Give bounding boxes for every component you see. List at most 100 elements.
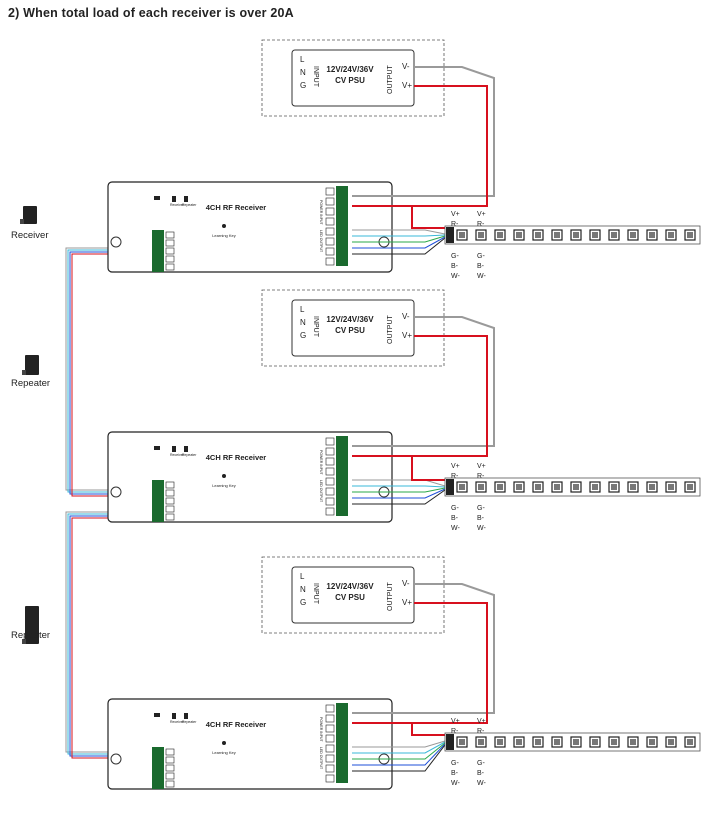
- strip-power-wire: [411, 456, 445, 481]
- receiver-title: 4CH RF Receiver: [206, 203, 267, 212]
- strip-label-top-left: V+: [451, 463, 460, 470]
- psu-terminal-l: L: [300, 572, 305, 581]
- psu-type-label: CV PSU: [335, 326, 365, 335]
- psu-voltage-label: 12V/24V/36V: [326, 65, 374, 74]
- learning-key-dot: [222, 741, 226, 745]
- learning-key-label: Learning Key: [212, 750, 236, 755]
- psu-positive-wire: [352, 602, 488, 724]
- strip-label-bottom-right: G-: [477, 253, 485, 260]
- strip-label-bottom-right: W-: [477, 525, 486, 532]
- repeater-led-label: Repeater: [182, 720, 197, 724]
- receiver-device-icon: [20, 206, 37, 224]
- strip-label-bottom-left: B-: [451, 770, 459, 777]
- psu-positive-wire: [352, 85, 488, 207]
- led-output-label: LED OUTPUT: [319, 747, 323, 770]
- psu-input-label: INPUT: [312, 316, 319, 338]
- psu-voltage-label: 12V/24V/36V: [326, 582, 374, 591]
- led-output-wire: [352, 487, 446, 493]
- psu-terminal-g: G: [300, 598, 306, 607]
- learning-key-label: Learning Key: [212, 483, 236, 488]
- strip-label-bottom-left: W-: [451, 273, 460, 280]
- psu-out-plus: V+: [402, 598, 412, 607]
- psu-voltage-label: 12V/24V/36V: [326, 315, 374, 324]
- strip-label-bottom-right: B-: [477, 263, 485, 270]
- psu-negative-wire: [352, 583, 495, 714]
- psu-terminal-n: N: [300, 68, 306, 77]
- strip-label-top-left: V+: [451, 211, 460, 218]
- led-strip: V+R-V+R-G-B-W-G-B-W-: [444, 718, 701, 787]
- repeater-led-label: Repeater: [182, 453, 197, 457]
- signal-terminal-block: [152, 480, 175, 522]
- strip-label-bottom-right: G-: [477, 760, 485, 767]
- power-input-label: POWER INPUT: [319, 200, 323, 226]
- led-output-wire: [352, 485, 446, 488]
- repeater-device-icon-1: [22, 355, 39, 375]
- strip-label-top-right: V+: [477, 718, 486, 725]
- repeater-device-icon-2: [22, 606, 39, 644]
- side-label-repeater-1: Repeater: [11, 378, 51, 389]
- output-terminal-block: POWER INPUT LED OUTPUT: [319, 436, 348, 516]
- strip-label-top-right: R-: [477, 221, 485, 228]
- led-output-wire: [352, 489, 446, 505]
- strip-label-top-right: R-: [477, 473, 485, 480]
- psu-negative-wire: [352, 66, 495, 197]
- repeater-led-label: Repeater: [182, 203, 197, 207]
- strip-label-top-left: R-: [451, 221, 459, 228]
- receiver-title: 4CH RF Receiver: [206, 453, 267, 462]
- led-output-wire: [352, 237, 446, 255]
- psu-terminal-n: N: [300, 585, 306, 594]
- led-output-label: LED OUTPUT: [319, 230, 323, 253]
- psu-output-label: OUTPUT: [387, 582, 394, 612]
- psu-negative-wire: [352, 316, 495, 447]
- strip-label-top-left: R-: [451, 473, 459, 480]
- psu-terminal-l: L: [300, 305, 305, 314]
- led-output-wire: [352, 744, 446, 772]
- strip-label-top-right: R-: [477, 728, 485, 735]
- psu-type-label: CV PSU: [335, 76, 365, 85]
- strip-label-bottom-left: G-: [451, 760, 459, 767]
- strip-power-wire: [411, 723, 445, 736]
- led-output-wire: [352, 234, 446, 237]
- psu-out-minus: V-: [402, 312, 410, 321]
- learning-key-dot: [222, 224, 226, 228]
- receiver-title: 4CH RF Receiver: [206, 720, 267, 729]
- psu-type-label: CV PSU: [335, 593, 365, 602]
- receiver-led-label: Receiver: [170, 203, 185, 207]
- strip-label-top-left: V+: [451, 718, 460, 725]
- led-output-wire: [352, 236, 446, 249]
- strip-label-bottom-left: G-: [451, 253, 459, 260]
- led-output-wire: [352, 235, 446, 243]
- psu-input-label: INPUT: [312, 583, 319, 605]
- led-output-wire: [352, 743, 446, 766]
- led-output-wire: [352, 229, 446, 235]
- power-input-label: POWER INPUT: [319, 450, 323, 476]
- signal-terminal-block: [152, 230, 175, 272]
- led-output-label: LED OUTPUT: [319, 480, 323, 503]
- strip-label-bottom-right: W-: [477, 780, 486, 787]
- receiver-led-label: Receiver: [170, 453, 185, 457]
- strip-label-bottom-right: B-: [477, 770, 485, 777]
- psu-out-minus: V-: [402, 579, 410, 588]
- strip-label-bottom-left: W-: [451, 525, 460, 532]
- led-output-wire: [352, 740, 446, 748]
- psu-terminal-n: N: [300, 318, 306, 327]
- strip-label-bottom-left: W-: [451, 780, 460, 787]
- psu-block: LNG INPUT 12V/24V/36V CV PSU OUTPUT V- V+: [261, 556, 445, 634]
- diagram-heading: 2) When total load of each receiver is o…: [8, 6, 294, 20]
- psu-output-label: OUTPUT: [387, 65, 394, 95]
- side-label-receiver: Receiver: [11, 230, 49, 241]
- output-terminal-block: POWER INPUT LED OUTPUT: [319, 186, 348, 266]
- strip-label-bottom-left: B-: [451, 515, 459, 522]
- psu-terminal-l: L: [300, 55, 305, 64]
- learning-key-label: Learning Key: [212, 233, 236, 238]
- strip-power-wire: [411, 206, 445, 229]
- strip-label-top-right: V+: [477, 463, 486, 470]
- led-output-wire: [352, 742, 446, 760]
